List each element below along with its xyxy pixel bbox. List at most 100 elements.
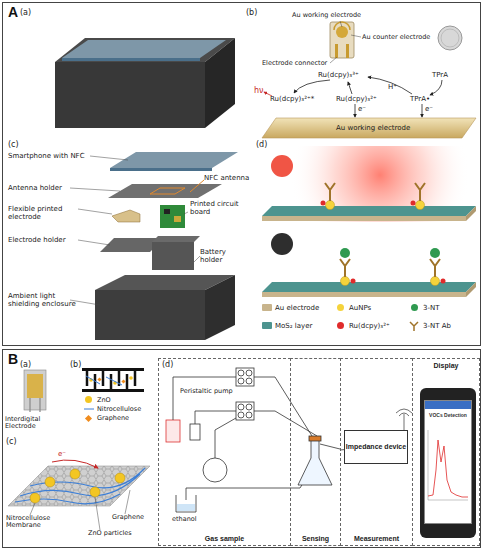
legend-item: 3-NT Ab (410, 322, 451, 330)
legend-item: Graphene (84, 414, 129, 422)
part-label: Electrode connector (262, 60, 327, 67)
legend-item: Au electrode (262, 304, 319, 312)
device-render-part (62, 40, 226, 58)
panel-letter: (b) (246, 8, 257, 17)
part-label: Electrode holder (8, 236, 66, 244)
graphene-sheet-part (70, 469, 80, 479)
part-label: e⁻ (425, 105, 433, 113)
ecl-mechanism-part (271, 155, 293, 177)
part-label: Graphene (112, 514, 144, 521)
sensor-surface-part (262, 206, 476, 216)
legend-item: AuNPs (336, 304, 371, 312)
gas-flow-setup-part (238, 378, 244, 384)
part-label: TPrA (432, 71, 448, 79)
gas-flow-setup-part (396, 409, 412, 430)
gas-flow-setup-part (177, 504, 195, 511)
legend-text: ZnO (97, 396, 111, 404)
wire-connector (341, 449, 344, 450)
part-label: TPrA• (410, 95, 430, 103)
part-label: Antenna holder (8, 184, 62, 192)
interdigital-electrode-part (121, 379, 125, 383)
node-text: A (8, 4, 18, 20)
exploded-view-part (152, 236, 200, 242)
stage-region: Sensing (290, 358, 341, 546)
gas-flow-setup-part (424, 400, 472, 409)
panel-letter: (b) (70, 360, 81, 369)
sensor-surface-part (325, 183, 425, 201)
graphene-sheet-part (30, 493, 40, 503)
graphene-sheet-part (8, 466, 150, 506)
device-render-part (55, 38, 235, 62)
device-render-part (62, 58, 200, 61)
part-label: ethanol (172, 516, 197, 523)
panel-letter: (a) (20, 360, 31, 369)
panel-letter: (c) (6, 437, 17, 446)
node-text: Impedance device (346, 443, 406, 451)
sensor-surface-part (431, 277, 440, 286)
legend-swatch (411, 304, 418, 311)
graphene-sheet-part (45, 477, 55, 487)
electrode-photo-part (335, 44, 338, 58)
legend-item: Nitrocellulose (84, 405, 141, 413)
part-label: Nitrocellulose Membrane (6, 515, 76, 530)
gas-flow-setup-part (186, 480, 305, 500)
legend-text: 3-NT (423, 304, 440, 312)
exploded-view-part (95, 290, 205, 340)
device-render-part (55, 62, 205, 128)
sensor-surface-part (262, 292, 466, 297)
graphene-sheet-part (52, 460, 98, 468)
exploded-view-part (112, 210, 140, 222)
part-label: NFC antenna (204, 174, 249, 182)
sensor-surface-part (466, 282, 476, 297)
sensor-surface-part (321, 201, 326, 206)
part-label: Au working electrode (336, 124, 410, 132)
node-text: Display (434, 362, 459, 369)
gas-flow-setup-part (298, 440, 332, 485)
legend-item: MoS₂ layer (262, 322, 312, 330)
sensor-surface-part (271, 233, 293, 255)
gas-flow-setup-part (166, 420, 180, 442)
sensor-surface-part (411, 201, 416, 206)
exploded-view-part (110, 152, 238, 168)
sensor-surface-part (341, 277, 350, 286)
gas-flow-setup-part (420, 388, 476, 538)
gold-electrode-plate (262, 118, 476, 138)
part-label: Flexible printed electrode (8, 205, 96, 221)
sensor-surface-part (410, 322, 418, 331)
legend-swatch (337, 322, 344, 329)
gas-flow-setup-part (173, 377, 317, 436)
device-box: Impedance device (344, 430, 408, 464)
node-text: Measurement (354, 535, 399, 542)
sensor-surface-part (351, 279, 356, 284)
graphene-sheet-part (115, 473, 125, 483)
part-label: Interdigital Electrode (5, 416, 71, 431)
panel-letter: (d) (162, 360, 173, 369)
node-text: B (8, 351, 18, 367)
part-label: ZnO particles (88, 530, 132, 537)
legend-text: AuNPs (349, 304, 371, 312)
legend-swatch (337, 304, 344, 311)
gold-electrode-plate-part (262, 118, 476, 138)
part-label: Printed circuit board (190, 200, 248, 216)
legend-text: Au electrode (275, 304, 319, 312)
gas-flow-setup-part (246, 404, 252, 410)
part-label: Ru(dcpy)₃²⁺* (270, 95, 314, 103)
gas-flow-setup-part (246, 412, 252, 418)
legend-text: Nitrocellulose (97, 405, 141, 413)
part-label: Smartphone with NFC (8, 152, 85, 160)
gas-flow-setup (166, 368, 476, 538)
phone-screen: VOCs Detection (424, 400, 472, 524)
stage-region: DisplayVOCs Detection (412, 358, 480, 546)
part-label: Au counter electrode (362, 34, 430, 41)
legend-text: 3-NT Ab (423, 322, 451, 330)
node-text: Sensing (302, 535, 329, 542)
legend-swatch (85, 415, 92, 422)
part-label: e⁻ (358, 105, 366, 113)
interdigital-electrode-part (82, 368, 144, 371)
part-label: Ru(dcpy)₃³⁺ (318, 71, 359, 79)
panel-frame: BGas sampleSensingMeasurementImpedance d… (2, 349, 481, 548)
gas-flow-setup-part (424, 400, 472, 524)
sensor-surface-part (441, 279, 446, 284)
